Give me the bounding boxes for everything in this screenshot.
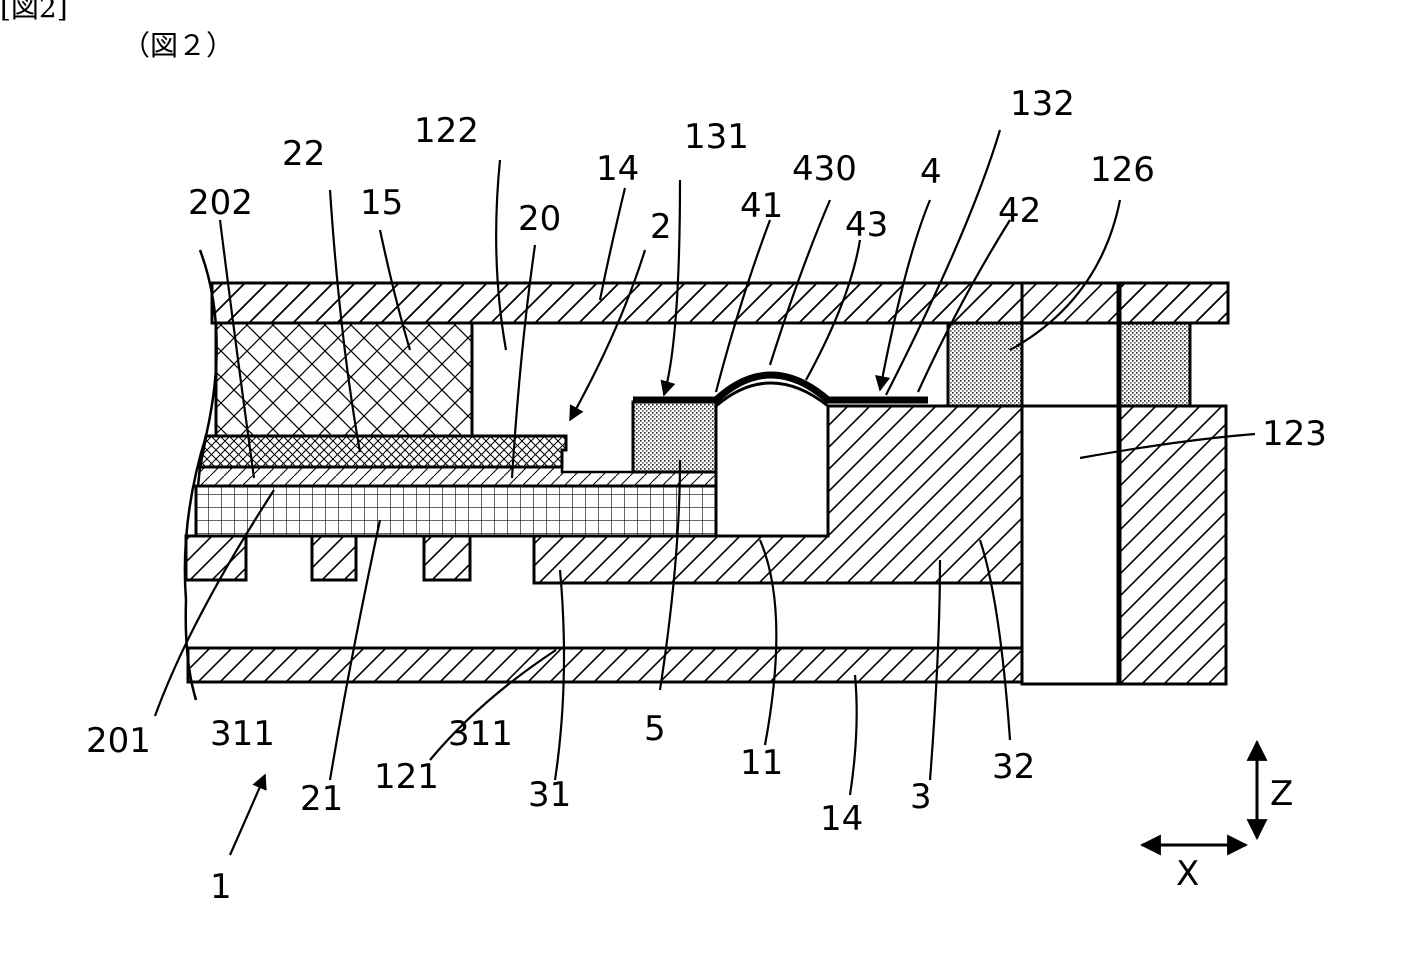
label-132: 132 [1010,84,1075,124]
label-121: 121 [374,757,439,797]
tooth-3 [424,536,470,580]
label-126: 126 [1090,150,1155,190]
label-21: 21 [300,779,343,819]
spacer-42 [948,323,1022,406]
element-5 [633,402,716,472]
cavity-11 [716,383,828,536]
label-41: 41 [740,186,783,226]
label-15: 15 [360,183,403,223]
axis-label-x: X [1176,854,1199,894]
label-2: 2 [650,207,672,247]
label-22: 22 [282,134,325,174]
label-20: 20 [518,199,561,239]
label-11: 11 [740,743,783,783]
top-plate-14-left [212,283,1022,323]
label-202: 202 [188,183,253,223]
label-42: 42 [998,191,1041,231]
label-4: 4 [920,152,942,192]
label-311-left: 311 [210,714,275,754]
label-14-bottom: 14 [820,799,863,839]
label-131: 131 [684,117,749,157]
label-3: 3 [910,777,932,817]
label-430: 430 [792,149,857,189]
grid-layer-21 [196,486,716,536]
axis-indicator [1142,742,1257,845]
axis-label-z: Z [1270,774,1293,814]
label-311-right: 311 [448,714,513,754]
label-31: 31 [528,775,571,815]
layer-22 [200,436,566,467]
label-5: 5 [644,709,666,749]
label-122: 122 [414,111,479,151]
bottom-plate-14 [188,648,1023,682]
label-201: 201 [86,721,151,761]
label-1: 1 [210,867,232,907]
label-32: 32 [992,747,1035,787]
label-123: 123 [1262,414,1327,454]
tooth-2 [312,536,356,580]
spacer-42-right [1120,323,1190,406]
label-43: 43 [845,205,888,245]
top-plate-14-right [1120,283,1228,323]
tooth-1 [186,536,246,580]
label-14-top: 14 [596,149,639,189]
pillar-123 [1022,406,1118,684]
